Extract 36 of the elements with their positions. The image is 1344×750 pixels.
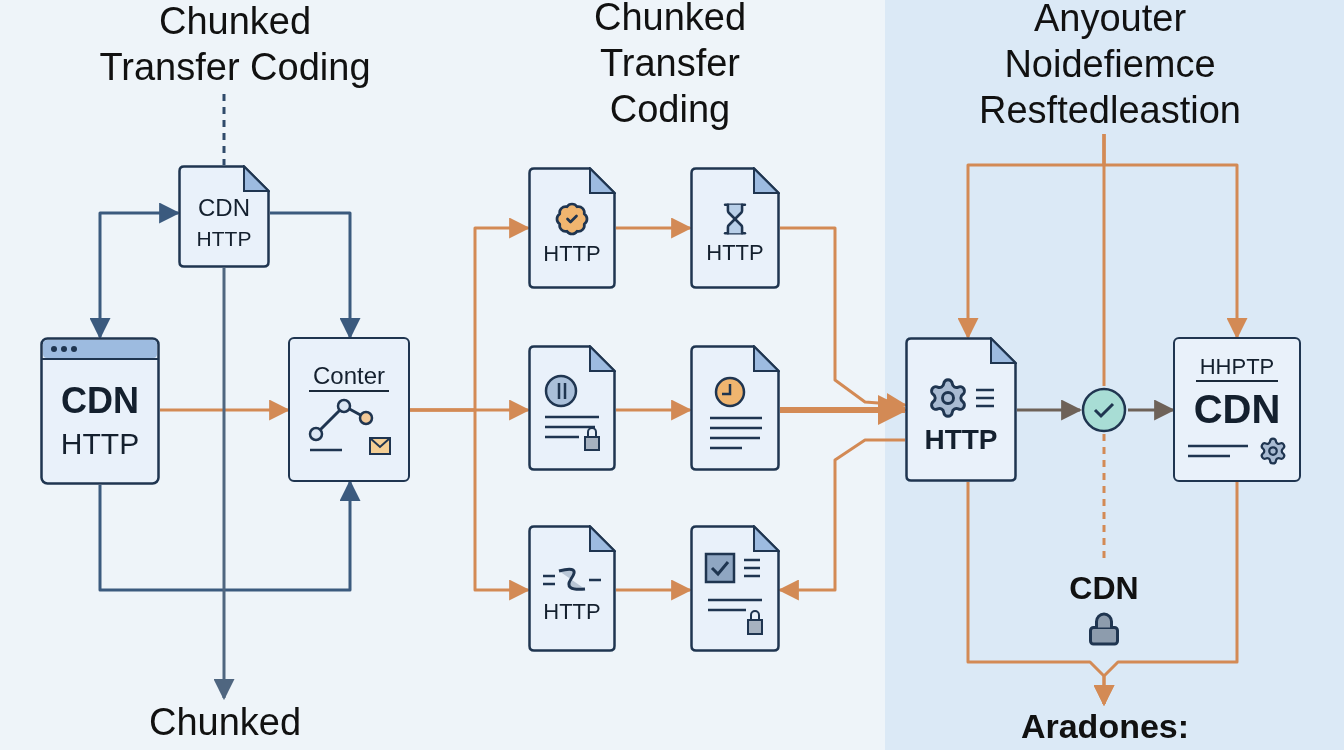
- node-label: HTTP: [924, 423, 998, 456]
- node-label: Conter: [308, 361, 389, 392]
- heading: Chunked Transfer Coding: [592, 0, 748, 132]
- arrow: [213, 268, 235, 701]
- document-card: [690, 167, 780, 289]
- node-label: CDN: [1193, 385, 1281, 432]
- document-card: [905, 337, 1017, 482]
- content-card: [288, 337, 410, 482]
- node-label: Aradones:: [1020, 706, 1190, 747]
- document-shape: [690, 525, 780, 652]
- node-label: HHPTP: [1195, 353, 1279, 382]
- node-label: HTTP: [543, 598, 601, 625]
- node-label: CDN: [198, 193, 250, 222]
- node-label: Chunked Transfer Coding: [98, 0, 372, 90]
- browser-window: [40, 337, 160, 485]
- arrow: [1017, 399, 1083, 421]
- node-label: HTTP: [196, 225, 252, 252]
- document-shape: [690, 345, 780, 471]
- dashed-connector: [222, 94, 226, 165]
- document-card: [528, 525, 616, 652]
- arrow: [270, 211, 361, 340]
- document-card: [178, 165, 270, 268]
- document-card: [1173, 337, 1301, 482]
- node-label: HTTP: [60, 426, 140, 462]
- circle-shape: [1080, 386, 1128, 434]
- node-label: CDN: [1069, 569, 1139, 607]
- arrow: [1093, 482, 1239, 707]
- node-label: CDN: [61, 380, 139, 422]
- arrow: [98, 479, 361, 592]
- node-label: Anyouter Noidefiemce Resftedleastion: [978, 0, 1242, 133]
- node-label: Chunked: [148, 700, 302, 745]
- dashed-connector: [1102, 434, 1106, 560]
- node-label: HTTP: [706, 240, 764, 266]
- node-label: HTTP: [543, 241, 601, 267]
- document-card: [528, 167, 616, 289]
- document-shape: [528, 345, 616, 471]
